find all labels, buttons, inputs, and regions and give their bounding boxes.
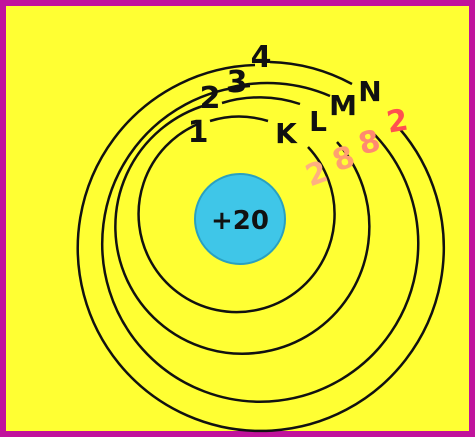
shell-n-ring <box>76 63 445 433</box>
shell-l-ring <box>114 103 371 355</box>
shell-number-4: 4 <box>251 40 272 75</box>
shell-m-top-arc <box>227 81 331 98</box>
shell-letter-m: M <box>329 89 357 122</box>
shell-m-ring <box>100 84 420 403</box>
shell-letter-k: K <box>275 117 298 150</box>
shell-number-3: 3 <box>227 65 248 100</box>
shell-k-ring <box>137 122 336 314</box>
shell-l-top-arc <box>221 96 301 106</box>
nucleus-label: +20 <box>211 206 269 236</box>
shell-letter-n: N <box>358 75 381 108</box>
shell-n-top-arc <box>269 60 353 86</box>
shell-number-1: 1 <box>188 115 209 150</box>
nucleus-circle <box>194 173 286 265</box>
shell-k-top-arc <box>209 115 269 123</box>
shell-number-2: 2 <box>200 81 221 116</box>
shell-letter-l: L <box>309 105 327 138</box>
